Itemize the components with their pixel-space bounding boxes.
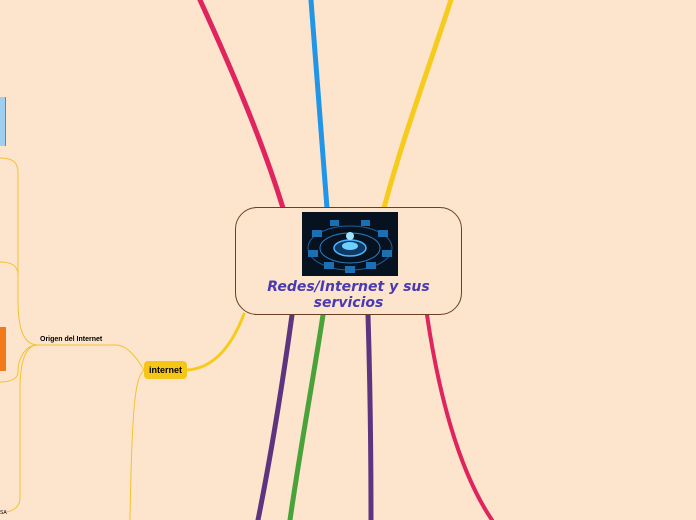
- bracket-1: [0, 157, 39, 346]
- connector-down: [129, 369, 145, 520]
- edge-label: SA: [0, 510, 7, 516]
- connector-origen: [38, 344, 145, 371]
- network-hub-icon: [302, 212, 398, 276]
- central-topic[interactable]: Redes/Internet y sus servicios: [235, 207, 462, 315]
- branch-red-top: [197, 0, 286, 211]
- topic-internet[interactable]: internet: [144, 361, 187, 379]
- branch-red-bottom: [425, 313, 494, 520]
- branch-purple-right: [365, 312, 374, 520]
- bracket-4: [5, 344, 39, 513]
- image-thumbnail-icon: [0, 97, 6, 146]
- subtopic-origen-del-internet[interactable]: Origen del Internet: [40, 336, 103, 343]
- branch-blue-top: [308, 0, 330, 211]
- bracket-2: [0, 261, 19, 276]
- branch-purple-left: [255, 312, 295, 520]
- image-thumbnail-icon: [0, 327, 6, 371]
- bracket-3: [0, 344, 39, 383]
- branch-yellow-top: [381, 0, 454, 211]
- branch-internet: [185, 312, 246, 372]
- central-topic-title: Redes/Internet y sus servicios: [267, 279, 430, 311]
- branch-green: [287, 312, 326, 520]
